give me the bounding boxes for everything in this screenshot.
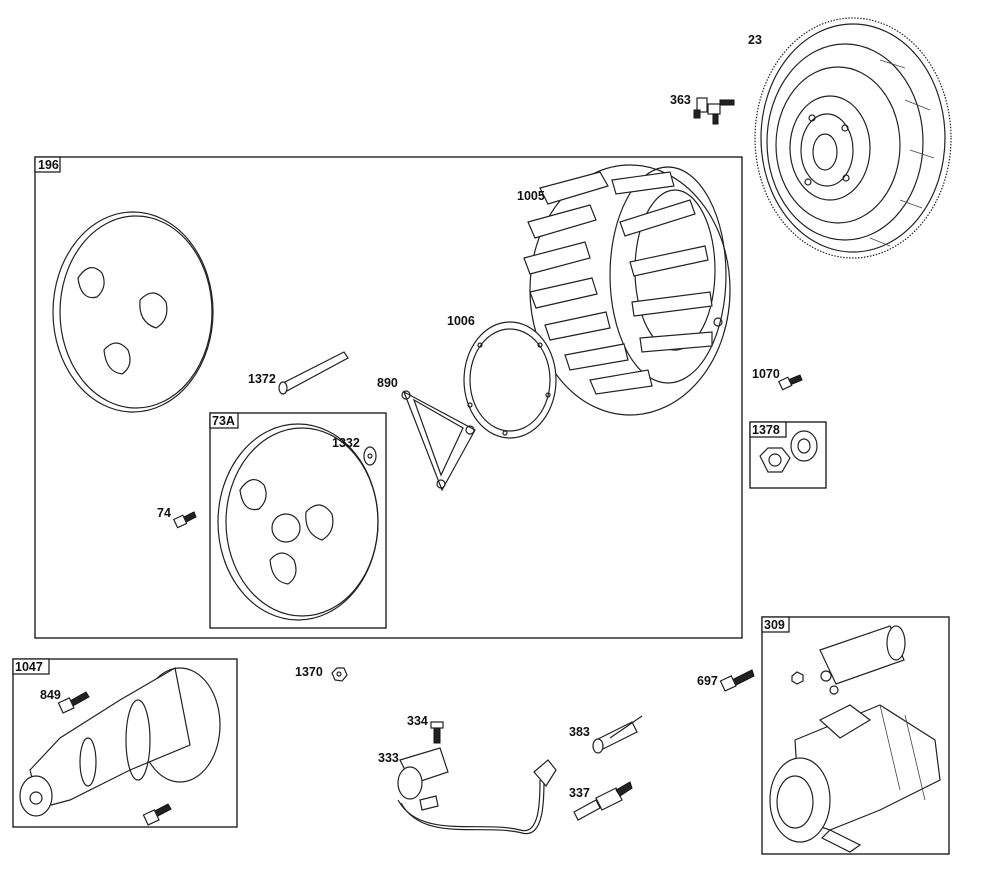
part-1047-drawing <box>19 667 221 817</box>
part-1372-drawing <box>278 351 349 395</box>
group-1047-tag <box>12 658 50 675</box>
group-196-tag <box>34 156 61 173</box>
part-333-label: 333 <box>378 751 399 765</box>
part-309-drawing <box>769 625 941 853</box>
part-337-drawing <box>573 781 633 821</box>
part-337-label: 337 <box>569 786 590 800</box>
flywheel-drawing <box>754 17 952 259</box>
part-1370-drawing <box>331 667 348 682</box>
group-73a-frame <box>209 412 387 629</box>
part-334-label: 334 <box>407 714 428 728</box>
part-1372-label: 1372 <box>248 372 276 386</box>
part-74-label: 74 <box>157 506 171 520</box>
part-363-label: 363 <box>670 93 691 107</box>
part-1006-label: 1006 <box>447 314 475 328</box>
fan-wheel-drawing <box>523 164 731 416</box>
group-196-frame <box>34 156 743 639</box>
part-697-drawing <box>719 669 755 692</box>
part-849-drawing <box>57 691 172 826</box>
part-1332-label: 1332 <box>332 436 360 450</box>
group-1047-frame <box>12 658 238 828</box>
part-1005-label: 1005 <box>517 189 545 203</box>
group-309-tag <box>761 616 790 633</box>
part-697-label: 697 <box>697 674 718 688</box>
part-1070-drawing <box>777 374 803 391</box>
part-23-label: 23 <box>748 33 762 47</box>
part-383-drawing <box>592 715 643 754</box>
group-309-frame <box>761 616 950 855</box>
group-1047-label: 1047 <box>15 660 43 674</box>
backing-plate-drawing <box>52 211 214 413</box>
part-1006-drawing <box>463 321 557 439</box>
group-73a-label: 73A <box>212 414 235 428</box>
group-1378-frame <box>749 421 827 489</box>
part-334-drawing <box>430 721 444 744</box>
group-73a-tag <box>209 412 239 429</box>
part-383-label: 383 <box>569 725 590 739</box>
part-74-drawing <box>172 511 197 529</box>
part-363-drawing <box>693 97 735 125</box>
plate-73a-drawing <box>217 423 379 621</box>
part-890-label: 890 <box>377 376 398 390</box>
group-1378-label: 1378 <box>752 423 780 437</box>
group-309-label: 309 <box>764 618 785 632</box>
part-890-drawing <box>401 390 476 492</box>
group-196-label: 196 <box>38 158 59 172</box>
part-1370-label: 1370 <box>295 665 323 679</box>
part-333-drawing <box>397 747 557 835</box>
part-1070-label: 1070 <box>752 367 780 381</box>
part-1378-drawing <box>759 430 818 473</box>
part-849-label: 849 <box>40 688 61 702</box>
part-1332-drawing <box>363 446 377 466</box>
group-1378-tag <box>749 421 787 438</box>
